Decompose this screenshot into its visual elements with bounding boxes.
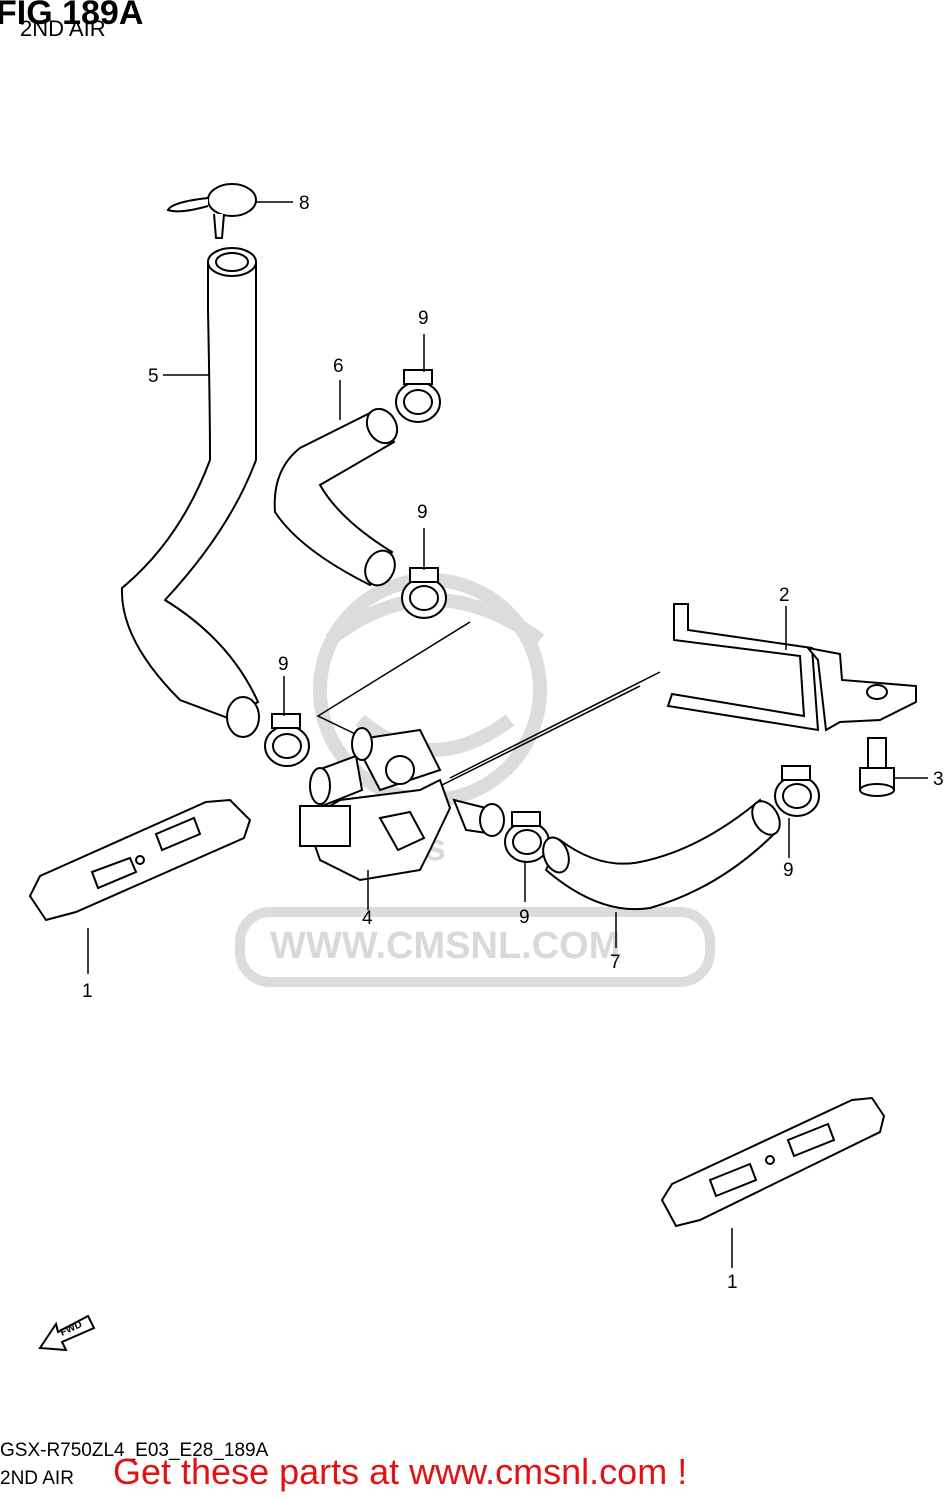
callout-2: 2 xyxy=(779,585,790,606)
cta-link[interactable]: Get these parts at www.cmsnl.com ! xyxy=(113,1451,688,1492)
callout-5: 5 xyxy=(148,366,159,387)
part-6-hose xyxy=(273,407,399,587)
watermark-banner xyxy=(235,907,715,987)
part-3-bolt xyxy=(859,737,895,797)
callout-1-upper: 1 xyxy=(82,981,93,1002)
watermark-url: WWW.CMSNL.COM xyxy=(270,925,620,967)
part-5-hose xyxy=(120,247,260,738)
callout-7: 7 xyxy=(610,952,621,973)
callout-1-lower: 1 xyxy=(727,1272,738,1293)
footer-subtitle: 2ND AIR xyxy=(0,1468,74,1489)
part-9-clamp-a xyxy=(395,369,441,423)
callout-9-a: 9 xyxy=(418,308,429,329)
part-9-clamp-e xyxy=(774,765,820,817)
callout-8: 8 xyxy=(299,193,310,214)
fwd-arrow-icon: FWD xyxy=(38,1314,96,1352)
figure-subtitle: 2ND AIR xyxy=(20,16,106,41)
part-2-pipe xyxy=(666,603,917,732)
part-1-mat-lower xyxy=(660,1096,886,1228)
callout-6: 6 xyxy=(333,356,344,377)
part-4-valve xyxy=(299,727,505,882)
callout-9-b: 9 xyxy=(417,502,428,523)
part-9-clamp-c xyxy=(264,713,310,767)
callout-3: 3 xyxy=(933,769,944,790)
callout-9-c: 9 xyxy=(278,654,289,675)
callout-9-e: 9 xyxy=(783,860,794,881)
part-1-mat-upper xyxy=(28,798,252,922)
footer-code: GSX-R750ZL4_E03_E28_189A xyxy=(0,1440,269,1461)
callout-4: 4 xyxy=(362,908,373,929)
part-9-clamp-d xyxy=(504,811,550,863)
part-8-clip xyxy=(166,183,257,239)
callout-9-d: 9 xyxy=(519,907,530,928)
part-9-clamp-b xyxy=(401,567,447,619)
part-7-hose xyxy=(542,798,781,911)
figure-title: FIG 189A xyxy=(0,0,144,32)
